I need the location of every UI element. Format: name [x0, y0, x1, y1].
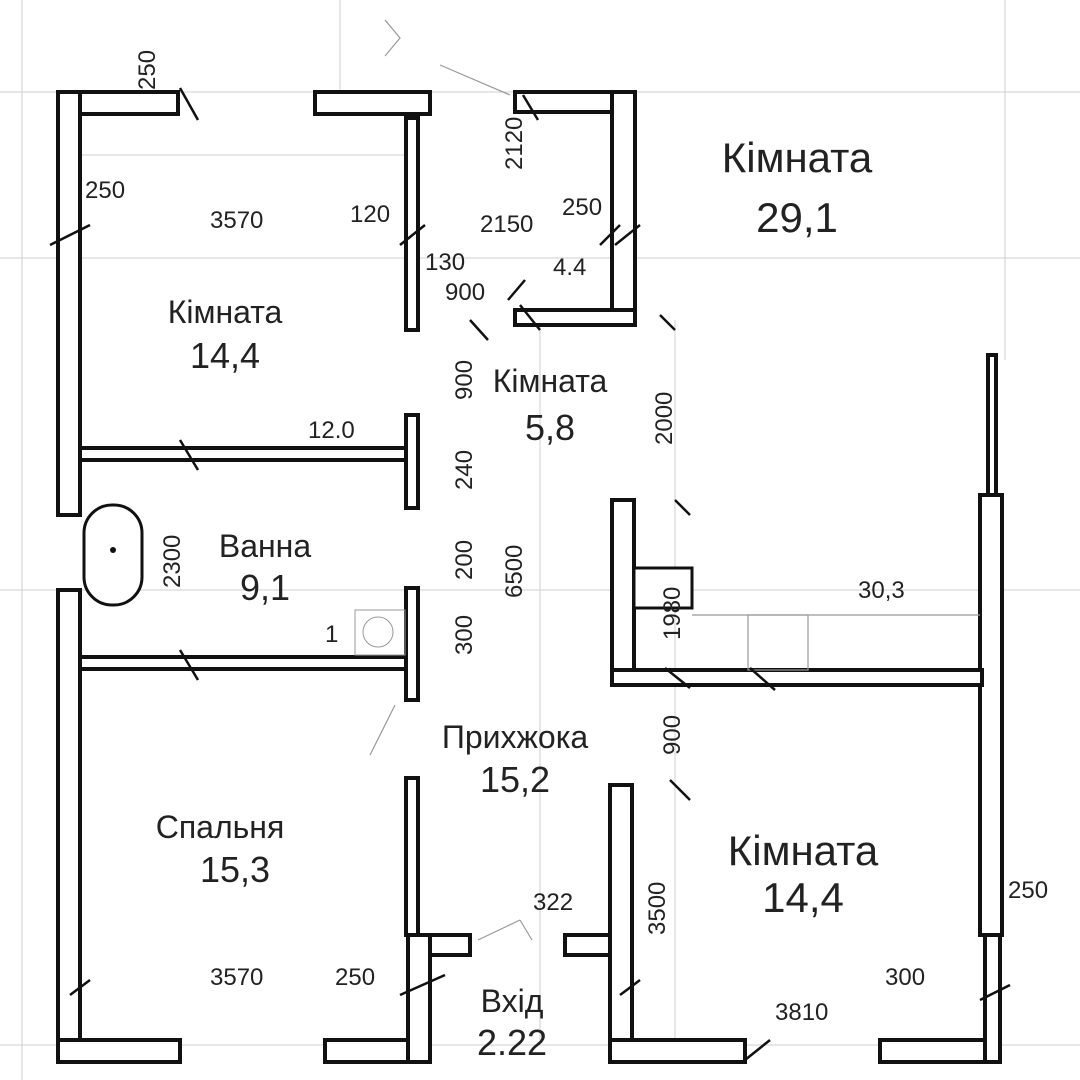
bathtub-icon	[82, 503, 144, 607]
room-area: 14,4	[762, 874, 844, 921]
room-name: Кімната	[728, 827, 879, 874]
closet-area: 4.4	[553, 254, 586, 281]
room-area: 15,3	[200, 849, 270, 890]
dimension-label: 3810	[775, 999, 828, 1026]
dimension-label: 250	[85, 177, 125, 204]
dimension-label: 3570	[210, 964, 263, 991]
stove-icon	[632, 566, 694, 610]
dimension-label: 250	[134, 50, 161, 90]
dimension-label: 200	[451, 540, 478, 580]
dimension-label: 250	[335, 964, 375, 991]
room-name: Кімната	[493, 363, 608, 399]
room-area: 15,2	[480, 759, 550, 800]
dimension-label: 900	[445, 279, 485, 306]
dimension-label: 120	[350, 201, 390, 228]
dimension-label: 6500	[501, 545, 528, 598]
dimension-label: 2300	[159, 535, 186, 588]
dimension-label: 300	[885, 964, 925, 991]
dimension-labels: 250 250 3570 120 2120 2150 250 130 900 9…	[85, 50, 1048, 1026]
kitchen-area: 30,3	[858, 577, 905, 604]
room-name: Вхід	[481, 983, 544, 1019]
room-area: 9,1	[240, 567, 290, 608]
dimension-label: 2150	[480, 211, 533, 238]
dimension-ticks	[49, 87, 1011, 1061]
dimension-label: 322	[533, 889, 573, 916]
room-area: 29,1	[756, 194, 838, 241]
sink-icon	[354, 609, 406, 656]
dimension-label: 3500	[644, 882, 671, 935]
dimension-label: 250	[1008, 877, 1048, 904]
dimension-label: 240	[451, 450, 478, 490]
room-name: Ванна	[219, 528, 311, 564]
room-name: Прихжока	[442, 719, 589, 755]
room-area: 2.22	[477, 1022, 547, 1063]
dimension-label: 130	[425, 249, 465, 276]
room-name: Спальня	[156, 809, 285, 845]
room-name: Кімната	[168, 294, 283, 330]
room-labels: Кімната 29,1 Кімната 14,4 Кімната 5,8 Ва…	[156, 134, 905, 1063]
dimension-label: 2000	[651, 392, 678, 445]
walls	[56, 90, 1004, 1064]
dimension-label: 300	[451, 615, 478, 655]
dimension-label: 2120	[501, 117, 528, 170]
dimension-label: 900	[659, 715, 686, 755]
bath-small-label: 1	[325, 621, 338, 648]
dimension-label: 12.0	[308, 417, 355, 444]
room-name: Кімната	[722, 134, 873, 181]
room-area: 14,4	[190, 335, 260, 376]
dimension-label: 3570	[210, 207, 263, 234]
fixtures	[82, 503, 980, 941]
room-area: 5,8	[525, 407, 575, 448]
dimension-label: 250	[562, 194, 602, 221]
dimension-label: 1980	[659, 587, 686, 640]
dimension-label: 900	[451, 360, 478, 400]
